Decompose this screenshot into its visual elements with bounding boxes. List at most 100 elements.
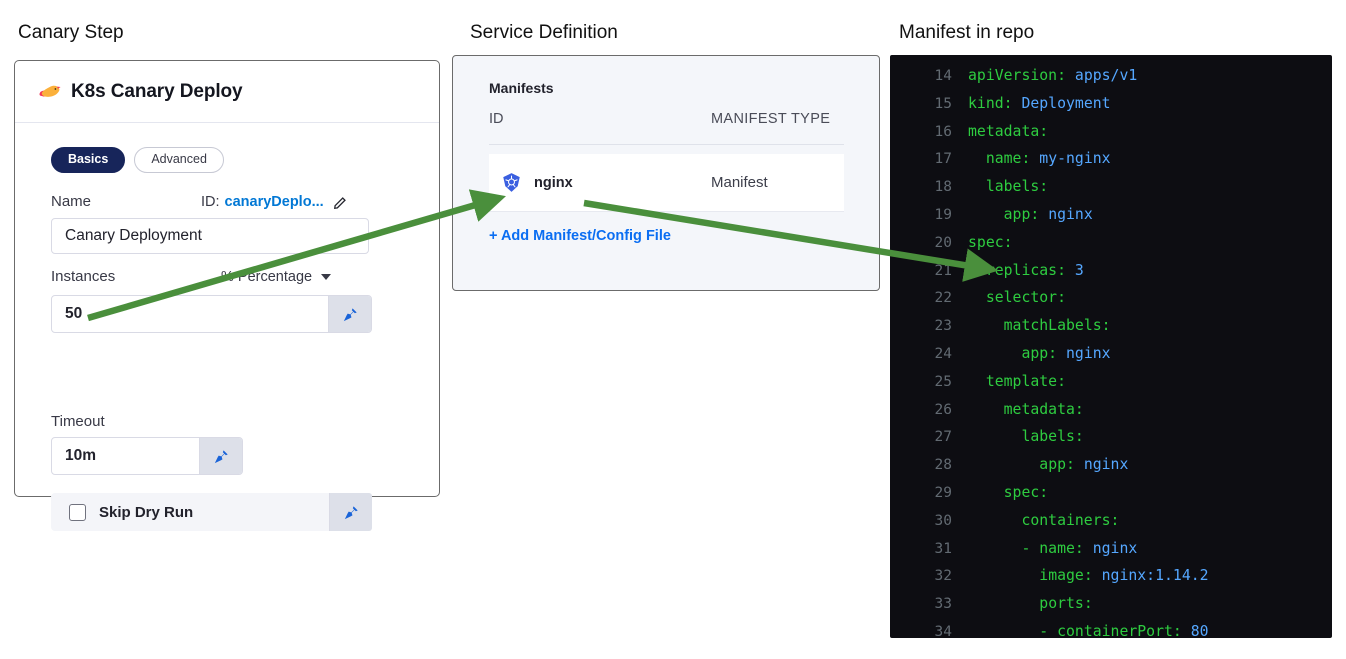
code-text: spec: <box>1003 483 1049 501</box>
line-number: 15 <box>934 95 952 112</box>
code-text: app: nginx <box>1003 205 1093 223</box>
manifests-section-title: Manifests <box>489 80 554 96</box>
line-number: 19 <box>934 206 952 223</box>
code-line: 23 matchLabels: <box>890 312 1332 340</box>
table-row[interactable]: nginx Manifest <box>489 154 844 212</box>
card-title: K8s Canary Deploy <box>71 80 243 102</box>
manifest-id: nginx <box>534 174 573 191</box>
timeout-input[interactable]: 10m <box>51 437 243 475</box>
code-text: matchLabels: <box>1003 317 1111 335</box>
code-line: 16 metadata: <box>890 118 1332 146</box>
code-text: metadata: <box>968 122 1049 140</box>
code-line: 31 - name: nginx <box>890 535 1332 563</box>
code-text: - containerPort: 80 <box>1039 622 1209 638</box>
line-number: 31 <box>934 540 952 557</box>
code-text: containers: <box>1021 511 1120 529</box>
code-line: 29 spec: <box>890 479 1332 507</box>
code-text: name: my-nginx <box>985 150 1111 168</box>
column-header-manifest-type: MANIFEST TYPE <box>711 111 831 127</box>
code-line: 18 labels: <box>890 173 1332 201</box>
line-number: 32 <box>934 568 952 585</box>
line-number: 22 <box>934 290 952 307</box>
code-text: spec: <box>968 233 1013 251</box>
code-line: 17 name: my-nginx <box>890 145 1332 173</box>
line-number: 30 <box>934 512 952 529</box>
skip-dry-run-checkbox[interactable] <box>69 503 86 521</box>
code-line: 25 template: <box>890 368 1332 396</box>
pencil-icon[interactable] <box>333 196 347 209</box>
code-text: - name: nginx <box>1021 539 1138 557</box>
canary-bird-icon <box>39 85 61 97</box>
code-text: selector: <box>985 289 1067 307</box>
tab-basics[interactable]: Basics <box>51 147 126 173</box>
id-value: canaryDeplo... <box>224 194 324 210</box>
line-number: 33 <box>934 596 952 613</box>
timeout-input-value: 10m <box>65 447 97 464</box>
instances-pin-button[interactable] <box>328 296 371 332</box>
id-prefix: ID: <box>201 194 220 210</box>
tab-advanced[interactable]: Advanced <box>134 147 224 173</box>
code-line: 32 image: nginx:1.14.2 <box>890 562 1332 590</box>
code-text: metadata: <box>1003 400 1084 418</box>
name-input[interactable]: Canary Deployment <box>51 218 369 254</box>
code-text: labels: <box>1021 428 1084 446</box>
line-number: 23 <box>934 318 952 335</box>
code-line: 30 containers: <box>890 507 1332 535</box>
line-number: 27 <box>934 429 952 446</box>
line-number: 20 <box>934 234 952 251</box>
code-line: 15 kind: Deployment <box>890 90 1332 118</box>
line-number: 21 <box>934 262 952 279</box>
pin-icon <box>343 307 357 321</box>
instances-input-value: 50 <box>65 305 83 322</box>
line-number: 25 <box>934 373 952 390</box>
code-line: 21 replicas: 3 <box>890 257 1332 285</box>
line-number: 16 <box>934 123 952 140</box>
code-text: image: nginx:1.14.2 <box>1039 567 1209 585</box>
step-id-row[interactable]: ID: canaryDeplo... <box>201 194 347 210</box>
card-header: K8s Canary Deploy <box>15 61 439 123</box>
caption-manifest-in-repo: Manifest in repo <box>899 22 1035 43</box>
name-input-value: Canary Deployment <box>65 227 202 244</box>
code-text: apiVersion: apps/v1 <box>968 67 1138 84</box>
code-line: 28 app: nginx <box>890 451 1332 479</box>
line-number: 18 <box>934 179 952 196</box>
instances-unit-dropdown[interactable]: % Percentage <box>221 269 332 285</box>
code-line: 24 app: nginx <box>890 340 1332 368</box>
code-text: kind: Deployment <box>968 94 1111 112</box>
column-header-id: ID <box>489 111 504 127</box>
canary-step-card: K8s Canary Deploy Basics Advanced Name I… <box>14 60 440 531</box>
tab-pill-group: Basics Advanced <box>51 147 224 173</box>
line-number: 28 <box>934 457 952 474</box>
chevron-down-icon[interactable] <box>321 274 332 280</box>
caption-canary-step: Canary Step <box>18 22 124 43</box>
code-text: ports: <box>1039 595 1093 613</box>
code-line: 19 app: nginx <box>890 201 1332 229</box>
instances-input[interactable]: 50 <box>51 295 372 333</box>
kubernetes-icon <box>503 173 520 192</box>
pin-icon <box>344 505 358 519</box>
code-line: 27 labels: <box>890 423 1332 451</box>
code-line: 34 - containerPort: 80 <box>890 618 1332 638</box>
line-number: 24 <box>934 345 952 362</box>
timeout-pin-button[interactable] <box>199 438 242 474</box>
code-line: 26 metadata: <box>890 396 1332 424</box>
table-divider <box>489 144 844 145</box>
add-manifest-link[interactable]: + Add Manifest/Config File <box>489 228 671 244</box>
code-text: app: nginx <box>1039 456 1129 474</box>
line-number: 14 <box>934 68 952 84</box>
instances-unit-value: % Percentage <box>221 269 313 285</box>
code-text: app: nginx <box>1021 344 1111 362</box>
pin-icon <box>214 449 228 463</box>
code-line: 20 spec: <box>890 229 1332 257</box>
skip-dry-run-row[interactable]: Skip Dry Run <box>51 493 372 531</box>
manifest-type: Manifest <box>711 174 768 191</box>
line-number: 29 <box>934 484 952 501</box>
service-definition-card: Manifests ID MANIFEST TYPE nginx Manifes… <box>452 55 880 291</box>
name-label: Name <box>51 193 92 210</box>
skip-dry-run-pin-button[interactable] <box>329 493 372 531</box>
code-text: template: <box>985 372 1067 390</box>
line-number: 17 <box>934 151 952 168</box>
